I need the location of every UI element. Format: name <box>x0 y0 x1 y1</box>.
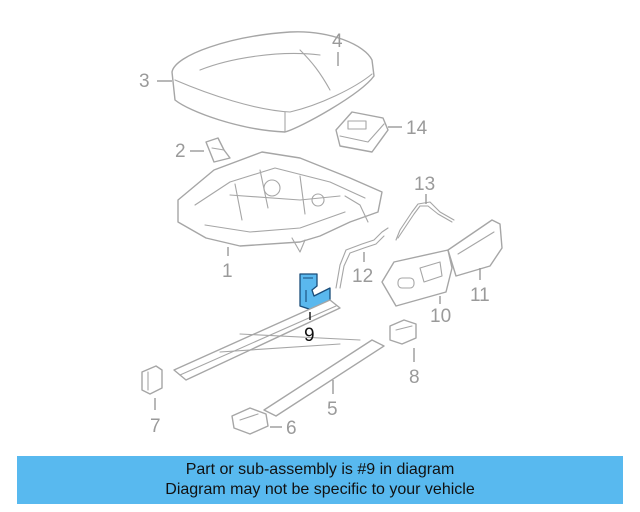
callout-1: 1 <box>222 261 233 282</box>
bracket-8 <box>389 319 417 345</box>
callout-4: 4 <box>332 31 343 52</box>
parts-diagram: 1 2 3 4 5 6 7 8 9 10 11 12 13 14 <box>139 31 503 439</box>
clip <box>205 137 231 163</box>
switch-panel <box>381 249 453 307</box>
banner-line-1: Part or sub-assembly is #9 in diagram <box>185 461 455 478</box>
cable-12 <box>335 227 389 289</box>
callout-7: 7 <box>150 416 161 437</box>
bracket-7 <box>141 365 163 395</box>
cover-6 <box>231 407 269 435</box>
cable-13 <box>395 201 455 241</box>
callout-13: 13 <box>414 174 435 195</box>
callout-11: 11 <box>470 285 490 306</box>
seat-cushion <box>171 31 375 133</box>
callout-5: 5 <box>327 399 338 420</box>
bracket-9 <box>299 273 331 311</box>
callout-10: 10 <box>430 306 451 327</box>
callout-3: 3 <box>139 71 150 92</box>
callout-12: 12 <box>352 266 373 287</box>
side-shield <box>447 219 503 277</box>
callout-9: 9 <box>304 325 315 346</box>
seat-module <box>335 111 389 153</box>
seat-frame <box>177 151 383 253</box>
callout-8: 8 <box>409 367 420 388</box>
callout-14: 14 <box>406 118 428 139</box>
callout-2: 2 <box>175 141 186 162</box>
callout-6: 6 <box>286 418 297 439</box>
seat-track <box>173 299 385 417</box>
info-banner: Part or sub-assembly is #9 in diagram Di… <box>17 456 623 504</box>
banner-line-2: Diagram may not be specific to your vehi… <box>165 481 475 498</box>
